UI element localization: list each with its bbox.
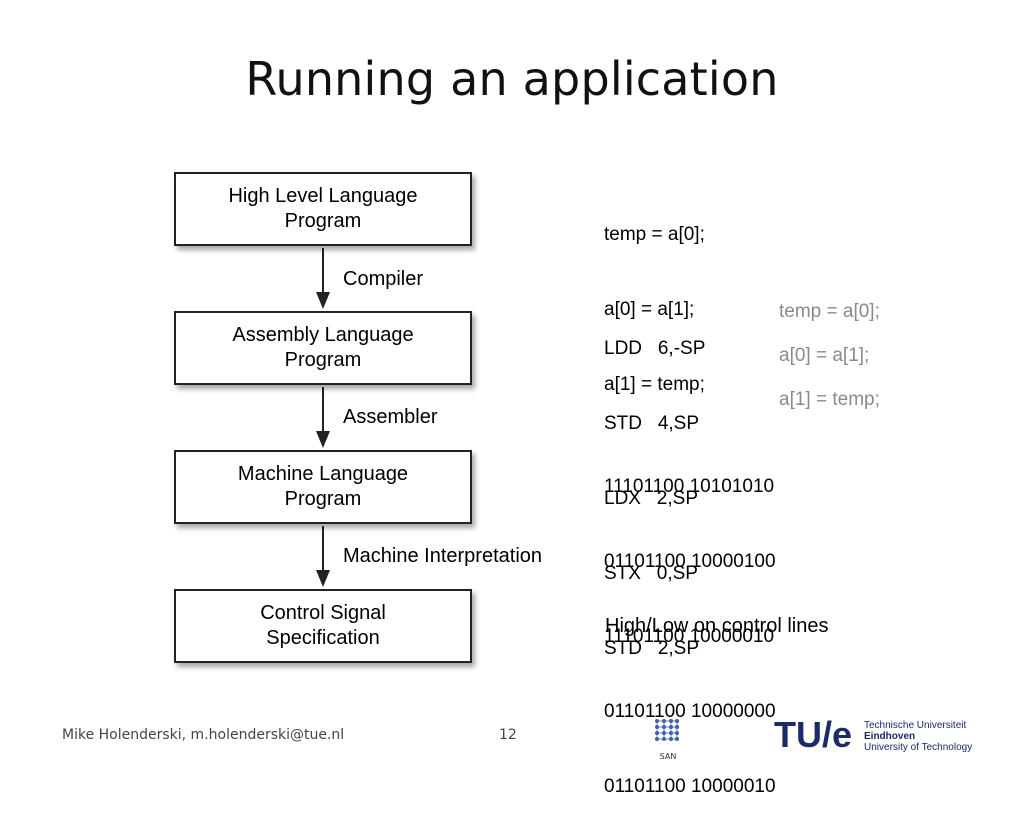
box-line: Program	[284, 210, 362, 232]
box-line: High Level Language	[228, 185, 418, 207]
assembler-label: Assembler	[343, 406, 438, 428]
page-number: 12	[499, 727, 517, 743]
code-line: STD 4,SP	[604, 413, 700, 434]
code-line: 11101100 10000010	[604, 626, 775, 647]
code-line: 01101100 10000010	[604, 776, 776, 797]
high-level-code: temp = a[0]; a[0] = a[1]; a[1] = temp;	[604, 172, 705, 422]
assembly-comment: temp = a[0];	[779, 301, 880, 322]
code-line: LDX 2,SP	[604, 488, 698, 509]
code-line: 01101100 10000000	[604, 701, 776, 722]
code-line: temp = a[0];	[604, 224, 705, 245]
control-signal-box: Control Signal Specification	[174, 589, 472, 663]
control-lines-text: High/Low on control lines	[605, 615, 829, 637]
tue-logo-line3: University of Technology	[864, 742, 973, 753]
assembly-comment: a[1] = temp;	[779, 389, 880, 410]
tue-logo-line2: Eindhoven	[864, 731, 916, 742]
compiler-label: Compiler	[343, 268, 424, 290]
code-line: STD 2,SP	[604, 638, 700, 659]
tue-logo-line1: Technische Universiteit	[864, 720, 967, 731]
code-line: a[0] = a[1];	[604, 299, 695, 320]
box-line: Program	[284, 349, 362, 371]
san-grid-icon	[655, 719, 679, 741]
slide-title: Running an application	[245, 52, 779, 106]
code-line: STX 0,SP	[604, 563, 698, 584]
machine-language-box: Machine Language Program	[174, 450, 472, 524]
machine-interpretation-arrow	[316, 526, 330, 587]
tue-logo: TU/e Technische Universiteit Eindhoven U…	[774, 714, 974, 758]
compiler-arrow	[316, 248, 330, 309]
box-line: Program	[284, 488, 362, 510]
assembly-comment: a[0] = a[1];	[779, 345, 870, 366]
code-line: a[1] = temp;	[604, 374, 705, 395]
box-line: Machine Language	[237, 463, 409, 485]
code-line: 01101100 10000100	[604, 551, 776, 572]
assembler-arrow	[316, 387, 330, 448]
box-line: Control Signal	[260, 602, 386, 624]
san-logo-text: SAN	[659, 752, 677, 761]
assembly-code: LDD 6,-SP STD 4,SP LDX 2,SP STX 0,SP STD…	[604, 286, 705, 686]
tue-logo-mark: TU/e	[774, 714, 853, 755]
code-line: LDD 6,-SP	[604, 338, 706, 359]
footer-author: Mike Holenderski, m.holenderski@tue.nl	[62, 727, 345, 743]
flow-arrows	[316, 248, 330, 587]
san-logo: SAN	[651, 717, 685, 761]
machine-interpretation-label: Machine Interpretation	[343, 545, 543, 567]
box-line: Assembly Language	[232, 324, 414, 346]
assembly-language-box: Assembly Language Program	[174, 311, 472, 385]
code-line: 11101100 10101010	[604, 476, 775, 497]
high-level-language-box: High Level Language Program	[174, 172, 472, 246]
box-line: Specification	[266, 627, 380, 649]
